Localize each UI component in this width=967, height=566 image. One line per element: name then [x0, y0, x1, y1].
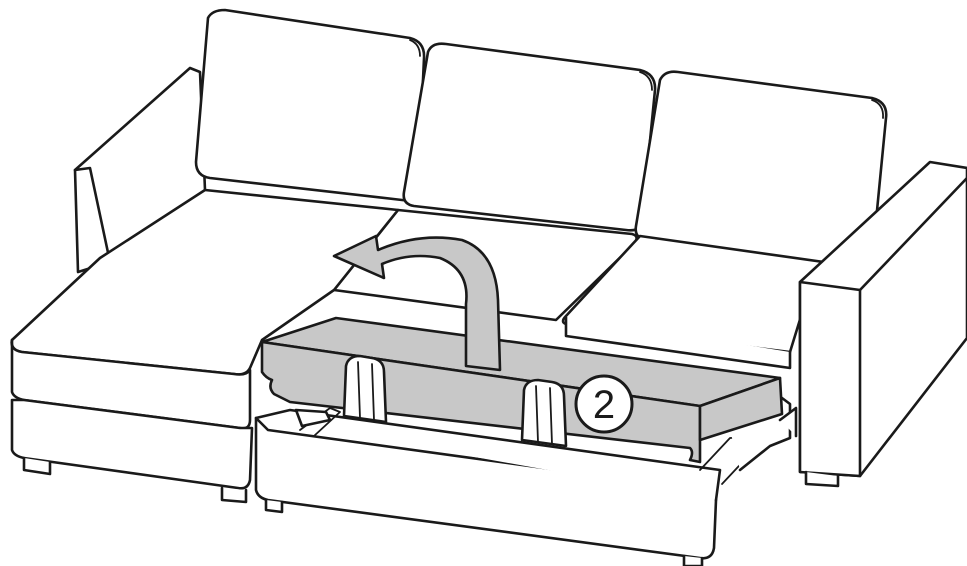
step-number-circle-icon: 2 [576, 376, 632, 432]
cushion-strap-right [522, 380, 566, 446]
back-cushion-left [196, 10, 424, 200]
chaise-leg-back [222, 488, 246, 502]
bed-leg-left [266, 500, 282, 512]
step-number: 2 [593, 383, 615, 427]
cushion-strap-left [344, 356, 386, 422]
back-cushion-middle [404, 44, 655, 231]
